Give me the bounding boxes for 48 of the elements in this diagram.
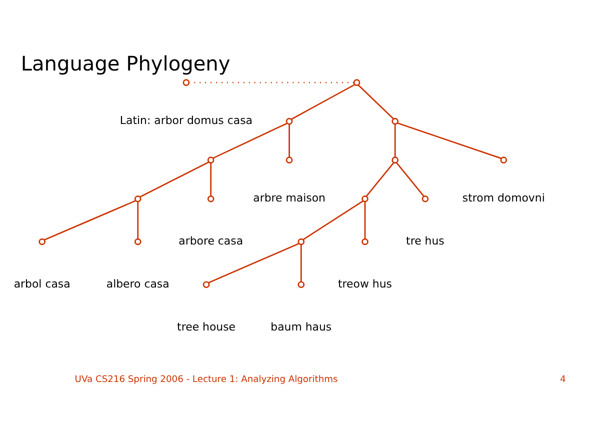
connector — [288, 124, 290, 158]
node-circle — [207, 156, 214, 164]
node-label: baum haus — [270, 320, 332, 334]
node-circle — [202, 281, 210, 288]
node-circle — [422, 195, 429, 202]
connector — [358, 84, 394, 120]
node-label: strom domovni — [462, 192, 545, 205]
node-label: arbore casa — [178, 234, 244, 248]
connector — [212, 122, 288, 159]
node-label: tre hus — [406, 234, 444, 248]
connector — [210, 163, 212, 196]
node-circle — [182, 79, 190, 86]
connector — [396, 162, 424, 197]
node-label: arbre maison — [253, 192, 326, 205]
node-label: tree house — [177, 320, 236, 334]
node-circle — [392, 156, 399, 164]
connector — [303, 200, 364, 240]
node-circle — [353, 79, 360, 86]
node-circle — [286, 118, 293, 125]
label: UVa CS216 Spring 2006 - Lecture 1: Analyzing Algorithms — [74, 375, 338, 386]
connector — [394, 124, 396, 158]
node-label: treow hus — [338, 277, 392, 290]
node-circle — [38, 238, 46, 246]
connector — [364, 202, 366, 239]
node-label: arbol casa — [14, 277, 70, 290]
node-label: albero casa — [106, 277, 170, 290]
node-circle — [362, 238, 368, 246]
connector — [397, 122, 502, 160]
node-circle — [500, 156, 508, 164]
node-circle — [207, 195, 214, 202]
node-circle — [392, 118, 399, 125]
node-circle — [298, 281, 305, 288]
node-circle — [134, 238, 142, 246]
node-circle — [286, 156, 293, 164]
node-circle — [134, 195, 142, 202]
label: 4 — [560, 375, 566, 386]
connector — [291, 84, 356, 120]
node-label: Latin: arbor domus casa — [120, 114, 252, 128]
connector — [300, 244, 302, 282]
node-circle — [298, 238, 305, 246]
connector — [140, 161, 210, 198]
diagram-title: Language Phylogeny — [20, 51, 230, 76]
connector — [189, 82, 354, 84]
connector — [44, 200, 136, 240]
connector — [137, 202, 139, 239]
connector — [208, 243, 300, 284]
connector — [366, 162, 394, 197]
node-circle — [362, 195, 368, 202]
